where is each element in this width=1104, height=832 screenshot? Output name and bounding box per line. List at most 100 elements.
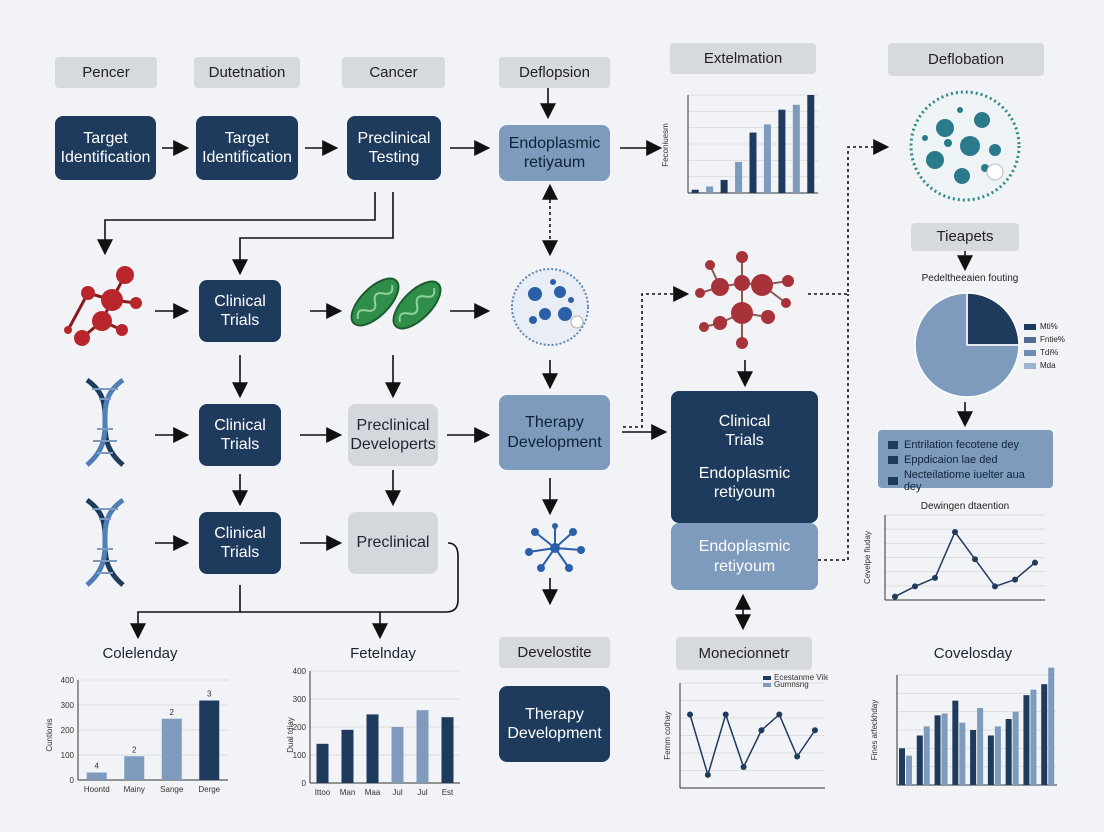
bar — [987, 735, 994, 785]
pie-legend-item: Tdi% — [1024, 348, 1065, 357]
line-point — [972, 556, 978, 563]
pie-swatch — [1024, 362, 1036, 369]
bar — [391, 727, 404, 783]
endoplasmic-box-2: Endoplasmic retiyoum — [671, 523, 818, 590]
arrow — [97, 192, 376, 256]
pie-legend-label: Tdi% — [1040, 348, 1059, 357]
legend-box: Entrilation fecotene dey Eppdicaion lae … — [878, 430, 1053, 493]
cell-icon — [511, 268, 589, 346]
line-point — [704, 771, 711, 778]
chart-dewingen-line: Cevelpe fiuday — [863, 514, 1045, 601]
preclinical-developerts-box: Preclinical Developerts — [348, 404, 438, 466]
arrow — [380, 542, 459, 613]
clinical-trials-big-label: Clinical Trials — [718, 412, 771, 449]
line-point — [932, 574, 938, 581]
category-label: Hoontd — [84, 785, 110, 794]
tick-label: 300 — [61, 701, 75, 710]
chart-pie — [914, 292, 1020, 398]
line-point — [740, 764, 747, 770]
chart-covelosday: Fines atfeckhday — [870, 667, 1057, 786]
bar — [899, 748, 905, 785]
pie-slice — [966, 292, 1020, 346]
dashed-arrow — [808, 139, 890, 295]
mitochondria-icon — [350, 277, 442, 330]
tick-label: 0 — [70, 776, 75, 785]
header-extelmation: Extelmation — [670, 43, 816, 74]
category-label: Sange — [160, 785, 184, 794]
tick-label: 300 — [293, 695, 307, 704]
chart-colelenday: 0100200300400Cuntlonis4Hoontd2Mainy2Sang… — [45, 676, 228, 794]
bar — [934, 715, 941, 785]
legend-swatch — [888, 441, 898, 449]
covelosday-label: Covelosday — [933, 645, 1013, 662]
tick-label: 400 — [293, 667, 307, 676]
line-point — [722, 711, 729, 718]
molecule-icon — [64, 266, 142, 346]
bar — [691, 189, 699, 193]
line-point — [952, 529, 958, 535]
target-identification-box: Target Identification — [55, 116, 156, 180]
pie-legend-item: Mda — [1024, 361, 1065, 370]
network-icon — [525, 523, 585, 572]
line-point — [776, 711, 783, 718]
pie-swatch — [1024, 349, 1036, 356]
legend-swatch — [888, 477, 898, 485]
line-series — [689, 712, 816, 778]
legend-label: Ecestanme Vileey — [774, 673, 828, 682]
header-tieapets: Tieapets — [911, 223, 1019, 251]
legend-row-label: Necteilatiome iuelter aua dey — [903, 469, 1025, 493]
legend-row: Necteilatiome iuelter aua dey — [888, 469, 1043, 493]
bar — [124, 756, 145, 780]
bar — [1030, 689, 1037, 785]
category-label: Jul — [392, 788, 402, 797]
bar — [735, 161, 743, 193]
bar — [441, 717, 454, 783]
bar — [778, 109, 786, 193]
bar — [906, 755, 912, 785]
y-axis-label: Femm cothay — [663, 711, 672, 759]
bar — [1048, 667, 1055, 785]
category-label: Maa — [365, 788, 381, 797]
arrow — [232, 192, 394, 276]
bar — [720, 179, 728, 193]
y-axis-label: Fines atfeckhday — [870, 700, 879, 760]
chart-extelmation: Feconiuesm — [661, 94, 818, 194]
therapy-development-box: Therapy Development — [499, 395, 610, 470]
pie-legend-item: Fntie% — [1024, 335, 1065, 344]
line-point — [687, 711, 693, 718]
line-series — [894, 530, 1036, 598]
line-point — [1012, 576, 1018, 583]
legend-row: Eppdicaion lae ded — [888, 454, 1043, 466]
line-point — [812, 727, 818, 734]
legend-swatch — [763, 683, 771, 687]
pie-legend: Mti% Fntie% Tdi% Mda — [1024, 318, 1065, 374]
preclinical-testing-box: Preclinical Testing — [347, 116, 441, 180]
bar — [161, 718, 182, 780]
bar — [941, 713, 948, 785]
category-label: Mainy — [124, 785, 145, 794]
bar — [1005, 719, 1012, 785]
clinical-trials-big-box: Clinical Trials Endoplasmic retiyoum — [671, 391, 818, 523]
category-label: Ittoo — [315, 788, 331, 797]
data-label: 4 — [95, 762, 100, 771]
pie-legend-label: Fntie% — [1040, 335, 1065, 344]
preclinical-box: Preclinical — [348, 512, 438, 574]
bar — [199, 700, 220, 780]
category-label: Man — [340, 788, 356, 797]
clinical-trials-box-2: Clinical Trials — [199, 404, 281, 466]
molecule-network-icon — [695, 251, 794, 349]
bar — [416, 710, 429, 783]
cell-icon — [909, 90, 1021, 202]
pie-slice — [914, 292, 1020, 398]
pie-legend-item: Mti% — [1024, 322, 1065, 331]
legend-row-label: Eppdicaion lae ded — [904, 454, 998, 466]
y-axis-label: Cuntlonis — [45, 718, 54, 751]
header-monecionnetr: Monecionnetr — [676, 637, 812, 670]
tick-label: 100 — [293, 751, 307, 760]
pie-legend-label: Mda — [1040, 361, 1056, 370]
dna-icon — [85, 497, 125, 587]
clinical-trials-box-3: Clinical Trials — [199, 512, 281, 574]
